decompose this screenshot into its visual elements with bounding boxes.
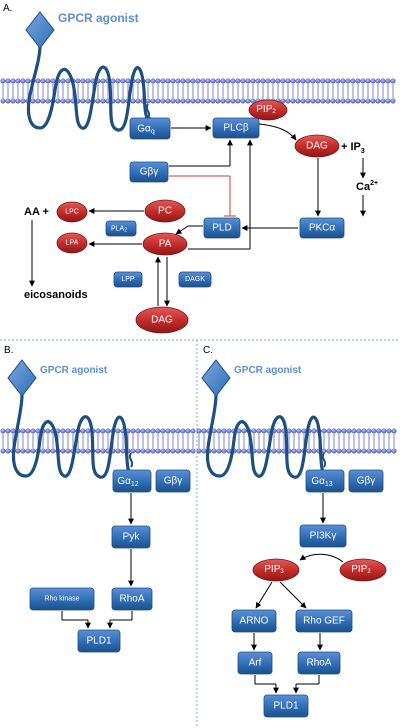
pi3k-gamma-box: PI3Kγ	[299, 524, 347, 548]
agonist-label-c: GPCR agonist	[234, 365, 302, 376]
svg-text:Gβγ: Gβγ	[140, 167, 159, 178]
lpp-box: LPP	[113, 271, 143, 288]
g-beta-gamma-box-b: Gβγ	[155, 469, 191, 493]
pip3-oval: PIP3	[252, 558, 300, 582]
membrane-a	[0, 78, 396, 104]
rho-gef-box: Rho GEF	[295, 609, 353, 633]
pip2-oval-a: PIP2	[248, 99, 288, 121]
svg-text:Pyk: Pyk	[123, 532, 141, 543]
rho-kinase-box: Rho kinase	[29, 587, 95, 611]
arf-box: Arf	[237, 651, 273, 675]
g-alpha-12-anchor	[128, 452, 134, 468]
arrows-panel-b	[61, 493, 134, 629]
svg-text:Gα13: Gα13	[311, 476, 332, 488]
pyk-box: Pyk	[111, 525, 151, 549]
svg-text:Gβγ: Gβγ	[357, 476, 376, 487]
svg-text:Gβγ: Gβγ	[164, 476, 183, 487]
svg-text:PKCα: PKCα	[309, 223, 336, 234]
g-alpha-13-anchor	[321, 452, 327, 468]
arno-box: ARNO	[231, 609, 277, 633]
panel-b: B. GPCR agonist Gα12 Gβγ Pyk Rho kinase …	[0, 345, 196, 653]
membrane-b	[0, 428, 196, 454]
gpcr-receptor-b	[11, 394, 134, 481]
svg-text:LPP: LPP	[121, 276, 135, 283]
eicosanoids-label: eicosanoids	[24, 289, 88, 301]
svg-text:PLCβ: PLCβ	[223, 123, 248, 134]
panel-a: A. GPCR agonist Gαq PLCβ PIP2 DAG	[0, 3, 396, 334]
gpcr-receptor-c	[205, 394, 328, 481]
pla2-box: PLA2	[105, 220, 137, 237]
pa-oval: PA	[142, 232, 188, 256]
svg-text:LPC: LPC	[65, 209, 79, 216]
svg-text:Rho kinase: Rho kinase	[44, 596, 79, 603]
svg-text:DAGK: DAGK	[185, 276, 205, 283]
svg-text:PIP2: PIP2	[351, 564, 371, 576]
rhoa-box-c: RhoA	[297, 651, 341, 675]
agonist-diamond-a	[25, 11, 55, 49]
svg-text:PLD: PLD	[212, 223, 231, 234]
gpcr-receptor-a	[26, 44, 154, 132]
svg-text:ARNO: ARNO	[240, 616, 269, 627]
pip2-oval-c: PIP2	[339, 558, 387, 582]
svg-text:Gα12: Gα12	[117, 476, 138, 488]
svg-text:RhoA: RhoA	[306, 658, 331, 669]
panel-a-tag: A.	[3, 3, 12, 14]
svg-text:RhoA: RhoA	[119, 594, 144, 605]
panel-c: C. GPCR agonist Gα13 Gβγ PI3Kγ PIP3 PIP2	[196, 345, 397, 718]
svg-text:PLD1: PLD1	[86, 636, 111, 647]
arrows-panel-c	[251, 493, 344, 694]
svg-text:Gαq: Gαq	[137, 123, 155, 135]
aa-label: AA +	[24, 206, 49, 218]
lpa-oval: LPA	[56, 232, 88, 254]
dag-bottom-oval: DAG	[135, 306, 189, 334]
svg-text:PC: PC	[158, 206, 172, 217]
rhoa-box-b: RhoA	[111, 587, 153, 611]
pkc-alpha-box: PKCα	[299, 217, 345, 239]
svg-text:LPA: LPA	[66, 240, 79, 247]
svg-text:Arf: Arf	[249, 658, 262, 669]
pld1-box-b: PLD1	[77, 629, 121, 653]
pc-oval: PC	[144, 199, 186, 223]
g-alpha-q-box: Gαq	[129, 117, 171, 140]
arrows-panel-a	[29, 123, 366, 307]
svg-text:PI3Kγ: PI3Kγ	[310, 531, 337, 542]
ca-label: Ca2+	[356, 180, 378, 193]
svg-text:Rho GEF: Rho GEF	[303, 616, 345, 627]
dagk-box: DAGK	[178, 271, 212, 288]
plc-beta-box: PLCβ	[212, 117, 260, 139]
lpc-oval: LPC	[56, 201, 88, 223]
g-alpha-12-box: Gα12	[112, 469, 152, 493]
svg-text:PIP3: PIP3	[264, 564, 284, 576]
pld-box-a: PLD	[203, 217, 241, 239]
svg-text:PIP2: PIP2	[256, 104, 276, 116]
svg-text:PA: PA	[159, 239, 172, 250]
panel-b-tag: B.	[4, 345, 13, 356]
agonist-label-a: GPCR agonist	[58, 11, 139, 25]
panel-c-tag: C.	[203, 345, 213, 356]
ip3-label: + IP3	[341, 141, 365, 155]
svg-text:PLD1: PLD1	[273, 701, 298, 712]
agonist-label-b: GPCR agonist	[40, 365, 108, 376]
agonist-diamond-c	[201, 359, 231, 397]
g-alpha-q-anchor	[145, 103, 151, 119]
svg-text:PLA2: PLA2	[111, 225, 127, 234]
svg-text:DAG: DAG	[306, 141, 328, 152]
pld1-box-c: PLD1	[263, 694, 309, 718]
dag-top-oval: DAG	[294, 134, 340, 158]
membrane-c	[196, 428, 397, 454]
agonist-diamond-b	[7, 359, 37, 397]
g-alpha-13-box: Gα13	[305, 469, 345, 493]
g-beta-gamma-box-a: Gβγ	[129, 161, 169, 183]
g-beta-gamma-box-c: Gβγ	[348, 469, 384, 493]
svg-text:DAG: DAG	[151, 315, 173, 326]
